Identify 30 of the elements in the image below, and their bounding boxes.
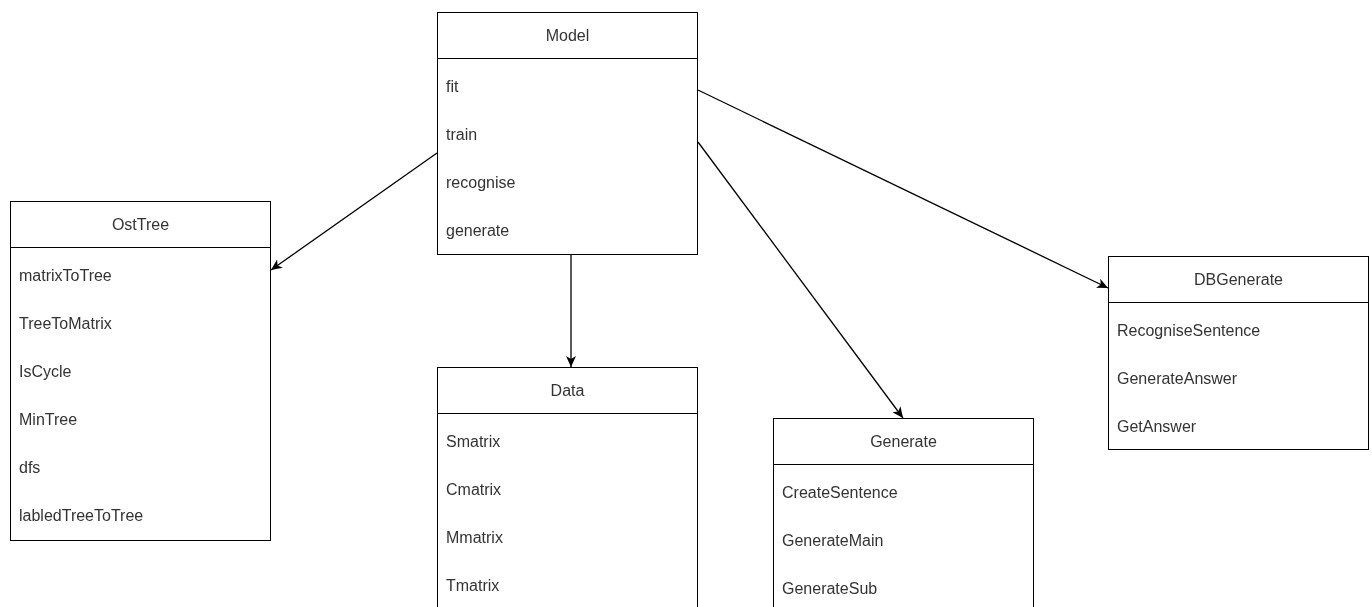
class-method: dfs — [19, 458, 41, 478]
class-method: matrixToTree — [19, 266, 112, 286]
class-box — [1108, 256, 1369, 450]
class-box — [10, 201, 271, 541]
class-method: GenerateAnswer — [1117, 369, 1238, 389]
class-name: Generate — [870, 431, 937, 452]
class-method: labledTreeToTree — [19, 506, 144, 526]
class-method: generate — [446, 221, 510, 241]
class-method: Tmatrix — [446, 576, 500, 596]
class-method: GenerateSub — [782, 579, 878, 599]
class-method: train — [446, 125, 478, 145]
class-method: Cmatrix — [446, 480, 502, 500]
class-method: TreeToMatrix — [19, 314, 112, 334]
class-method: recognise — [446, 173, 516, 193]
class-box — [437, 367, 698, 607]
class-method: CreateSentence — [782, 483, 898, 503]
class-method: GenerateMain — [782, 531, 884, 551]
class-method: fit — [446, 77, 459, 97]
class-name: DBGenerate — [1194, 269, 1283, 290]
class-name: Model — [545, 25, 590, 46]
class-name: Data — [550, 380, 585, 401]
class-method: IsCycle — [19, 362, 72, 382]
class-name: OstTree — [111, 214, 170, 235]
class-box — [773, 418, 1034, 607]
class-method: Mmatrix — [446, 528, 503, 548]
class-method: GetAnswer — [1117, 417, 1197, 437]
class-method: RecogniseSentence — [1117, 321, 1261, 341]
class-method: Smatrix — [446, 432, 501, 452]
class-box — [437, 12, 698, 255]
class-method: MinTree — [19, 410, 78, 430]
